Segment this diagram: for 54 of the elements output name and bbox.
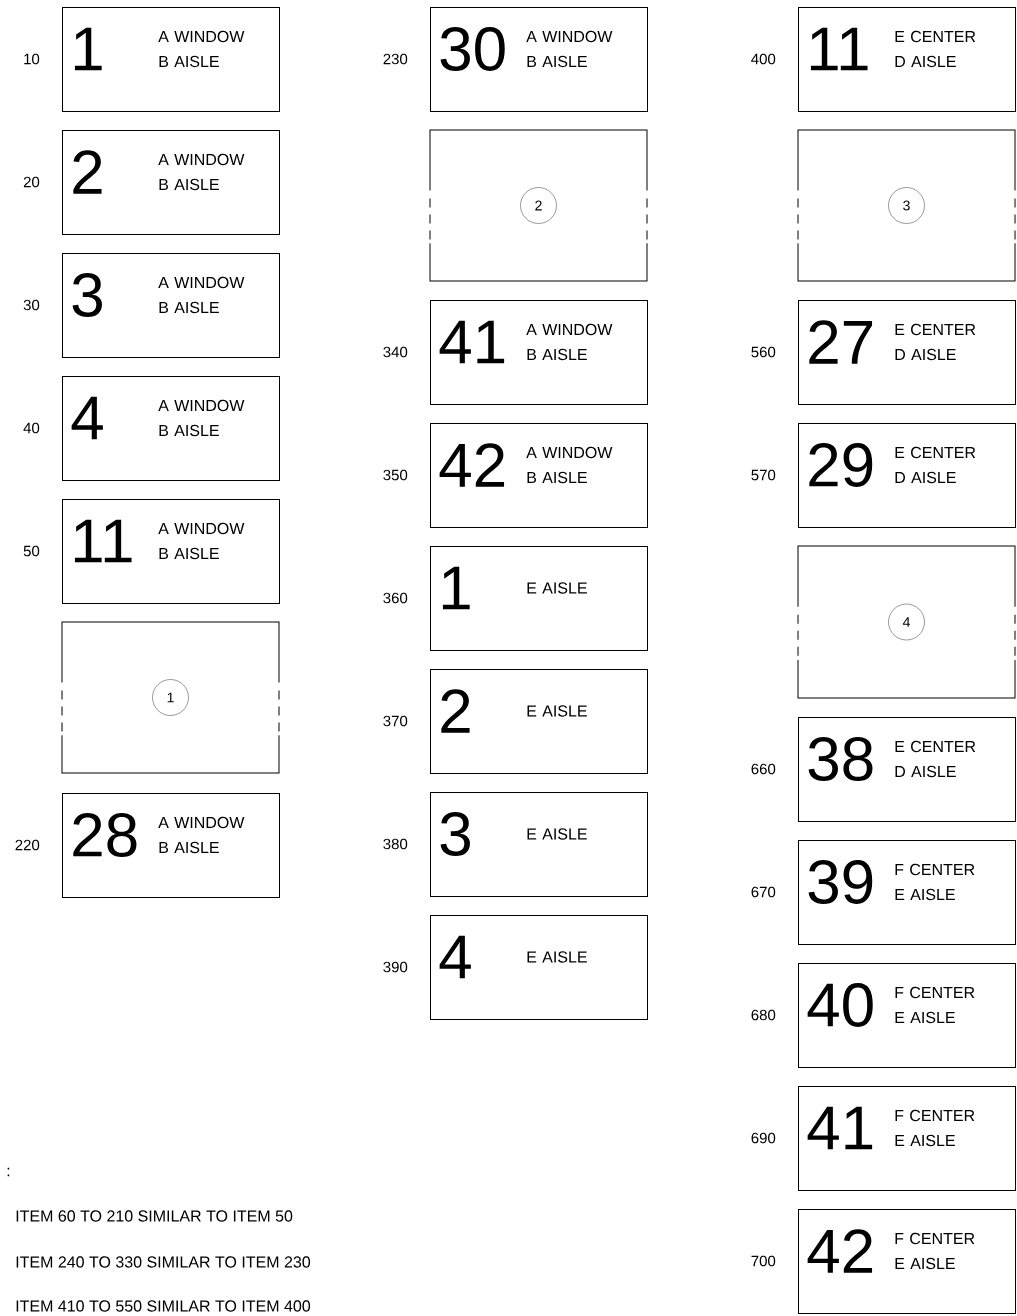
note-text: : bbox=[7, 1167, 10, 1177]
blank-placard bbox=[429, 129, 648, 282]
item-number: 680 bbox=[751, 1009, 776, 1021]
item-number: 350 bbox=[383, 469, 408, 481]
item-number: 10 bbox=[24, 53, 40, 65]
blank-placard bbox=[797, 129, 1016, 282]
item-number: 230 bbox=[383, 53, 408, 65]
circled-number: 2 bbox=[520, 187, 557, 224]
note-text: ITEM 410 TO 550 SIMILAR TO ITEM 400 bbox=[16, 1300, 311, 1312]
placard: 11 A WINDOW B AISLE bbox=[62, 499, 280, 604]
note-text: ITEM 60 TO 210 SIMILAR TO ITEM 50 bbox=[16, 1210, 293, 1222]
circled-number: 1 bbox=[152, 679, 189, 716]
placard: 39 F CENTER E AISLE bbox=[798, 840, 1016, 945]
item-number: 380 bbox=[383, 838, 408, 850]
placard: 41 A WINDOW B AISLE bbox=[430, 300, 648, 405]
placard: 42 A WINDOW B AISLE bbox=[430, 423, 648, 528]
placard: 40 F CENTER E AISLE bbox=[798, 963, 1016, 1068]
circled-number: 4 bbox=[888, 603, 925, 641]
item-number: 400 bbox=[751, 53, 776, 65]
placard: 2 A WINDOW B AISLE bbox=[62, 130, 280, 235]
note-text: ITEM 240 TO 330 SIMILAR TO ITEM 230 bbox=[16, 1256, 311, 1268]
item-number: 670 bbox=[751, 886, 776, 898]
item-number: 370 bbox=[383, 715, 408, 727]
item-number: 560 bbox=[751, 346, 776, 358]
item-number: 20 bbox=[23, 176, 40, 188]
item-number: 390 bbox=[383, 961, 408, 973]
placard: 3 A WINDOW B AISLE bbox=[62, 253, 280, 358]
blank-placard bbox=[61, 621, 280, 774]
placard: 41 F CENTER E AISLE bbox=[798, 1086, 1016, 1191]
item-number: 360 bbox=[383, 592, 408, 604]
item-number: 40 bbox=[23, 422, 40, 434]
placard: 1 E AISLE bbox=[430, 546, 648, 651]
item-number: 220 bbox=[15, 839, 40, 851]
item-number: 700 bbox=[751, 1255, 776, 1267]
item-number: 50 bbox=[23, 545, 40, 557]
placard: 42 F CENTER E AISLE bbox=[798, 1209, 1016, 1314]
item-number: 660 bbox=[751, 763, 776, 775]
placard: 2 E AISLE bbox=[430, 669, 648, 774]
placard: 38 E CENTER D AISLE bbox=[798, 717, 1016, 822]
item-number: 30 bbox=[23, 299, 40, 311]
placard: 4 A WINDOW B AISLE bbox=[62, 376, 280, 481]
placard: 29 E CENTER D AISLE bbox=[798, 423, 1016, 528]
placard: 4 E AISLE bbox=[430, 915, 648, 1020]
placard: 11 E CENTER D AISLE bbox=[798, 7, 1016, 112]
item-number: 690 bbox=[751, 1132, 776, 1144]
item-number: 570 bbox=[751, 469, 776, 481]
blank-placard bbox=[797, 545, 1016, 699]
placard: 3 E AISLE bbox=[430, 792, 648, 897]
placard: 1 A WINDOW B AISLE bbox=[62, 7, 280, 112]
placard: 30 A WINDOW B AISLE bbox=[430, 7, 648, 112]
circled-number: 3 bbox=[888, 187, 925, 224]
placard: 28 A WINDOW B AISLE bbox=[62, 793, 280, 898]
placard: 27 E CENTER D AISLE bbox=[798, 300, 1016, 405]
item-number: 340 bbox=[383, 346, 408, 358]
